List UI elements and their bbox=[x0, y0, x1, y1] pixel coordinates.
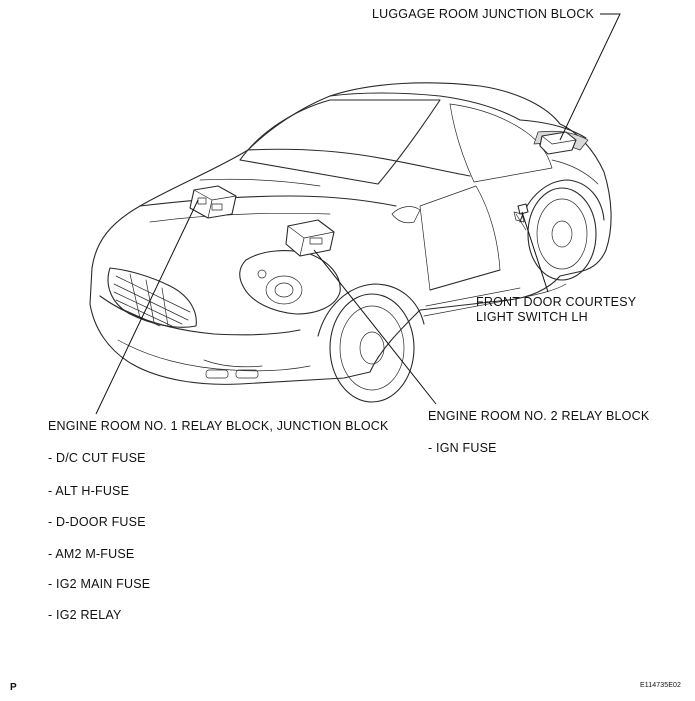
label-engine-room-no2: ENGINE ROOM NO. 2 RELAY BLOCK bbox=[428, 408, 649, 424]
list-item-ig2-relay: - IG2 RELAY bbox=[48, 607, 122, 623]
list-item-d-door-fuse: - D-DOOR FUSE bbox=[48, 514, 146, 530]
label-engine-room-no1: ENGINE ROOM NO. 1 RELAY BLOCK, JUNCTION … bbox=[48, 418, 389, 434]
list-item-dc-cut-fuse: - D/C CUT FUSE bbox=[48, 450, 146, 466]
label-luggage-room-junction-block: LUGGAGE ROOM JUNCTION BLOCK bbox=[372, 6, 594, 22]
list-item-ig2-main-fuse: - IG2 MAIN FUSE bbox=[48, 576, 150, 592]
page-mark: P bbox=[10, 682, 17, 693]
leader-front-door-courtesy bbox=[522, 212, 548, 292]
label-front-door-courtesy-line1: FRONT DOOR COURTESY bbox=[476, 294, 636, 310]
car-outline bbox=[90, 83, 611, 402]
leader-engine-room-no2 bbox=[314, 250, 436, 404]
list-item-alt-h-fuse: - ALT H-FUSE bbox=[48, 483, 129, 499]
list-item-am2-m-fuse: - AM2 M-FUSE bbox=[48, 546, 134, 562]
label-front-door-courtesy-line2: LIGHT SWITCH LH bbox=[476, 309, 588, 325]
list-item-ign-fuse: - IGN FUSE bbox=[428, 440, 497, 456]
leader-engine-room-no1 bbox=[96, 200, 198, 414]
leader-luggage-room bbox=[560, 14, 620, 140]
figure-code: E114735E02 bbox=[640, 682, 681, 689]
